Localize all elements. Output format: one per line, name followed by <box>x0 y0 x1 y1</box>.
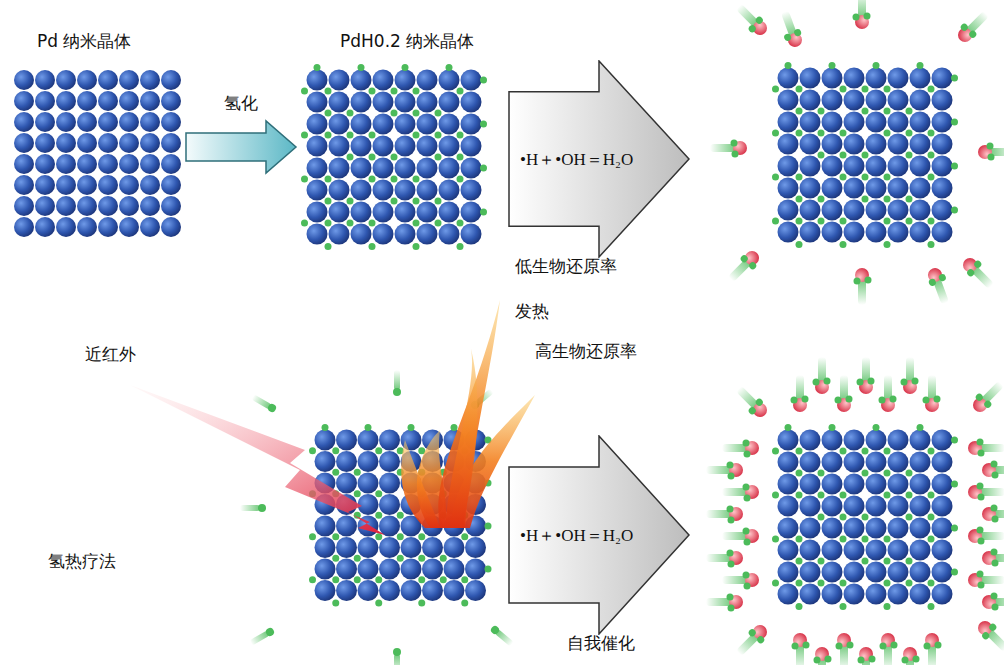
heat-label: 发热 <box>515 300 549 323</box>
light-label: 近红外 <box>85 343 136 366</box>
equation: •H＋•OH＝H₂O <box>520 524 633 547</box>
block-arrow: •H＋•OH＝H₂O <box>508 60 690 258</box>
therapy-label: 氢热疗法 <box>48 550 116 573</box>
crystal-heading: Pd 纳米晶体 <box>37 30 131 53</box>
edge-label: 氢化 <box>224 92 258 115</box>
nanocrystal: Pd 纳米晶体 <box>12 30 180 240</box>
note: 低生物还原率 <box>515 255 617 278</box>
note: 自我催化 <box>567 632 635 655</box>
crystal-heading: PdH0.2 纳米晶体 <box>340 30 474 53</box>
block-arrow: •H＋•OH＝H₂O <box>508 435 690 635</box>
nanocrystal: PdH0.2 纳米晶体 <box>300 30 490 250</box>
equation: •H＋•OH＝H₂O <box>520 148 633 171</box>
note: 高生物还原率 <box>535 340 637 363</box>
block-arrow-connector <box>186 121 296 173</box>
